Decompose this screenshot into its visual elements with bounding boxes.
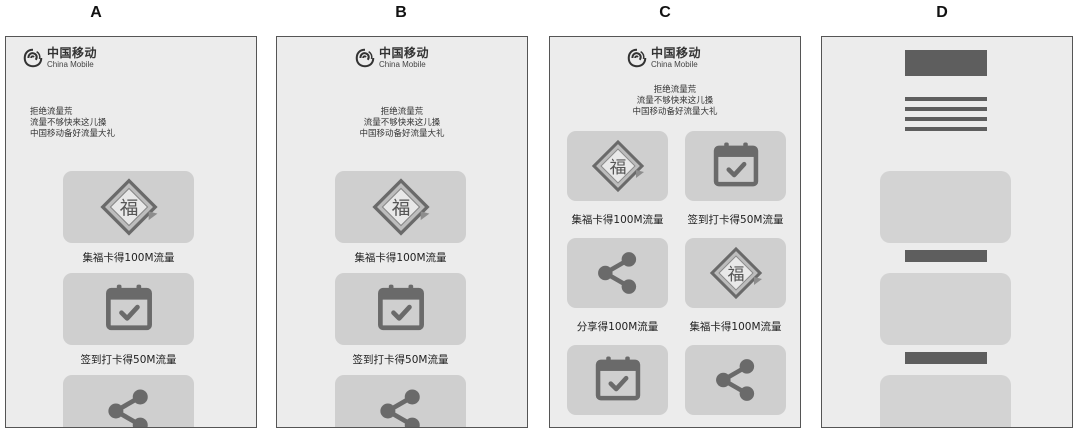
share-icon [371,381,431,428]
brand-name-cn: 中国移动 [651,46,702,60]
fu-card-caption: 集福卡得100M流量 [689,321,782,333]
slogan-line: 中国移动备好流量大礼 [30,129,116,139]
wireframe-text-line [905,107,987,111]
slogan: 拒绝流量荒 流量不够快来这儿搡 中国移动备好流量大礼 [30,107,115,140]
panel-label-c: C [659,4,671,21]
slogan-line: 拒绝流量荒 [380,107,424,117]
checkin-button[interactable] [685,131,786,201]
china-mobile-logo-icon [354,47,376,69]
panel-c: 中国移动 China Mobile 拒绝流量荒 流量不够快来这儿搡 中国移动备好… [549,36,801,428]
slogan: 拒绝流量荒 流量不够快来这儿搡 中国移动备好流量大礼 [277,107,527,140]
fu-card-button[interactable] [63,171,194,243]
share-button[interactable] [63,375,194,428]
wireframe-text-line [905,127,987,131]
brand-name-en: China Mobile [379,60,426,69]
brand-name-cn: 中国移动 [379,46,430,60]
checkin-button[interactable] [335,273,466,345]
share-icon [99,381,159,428]
china-mobile-logo-icon [22,47,44,69]
wireframe-text-line [905,97,987,101]
panel-a: 中国移动 China Mobile 拒绝流量荒 流量不够快来这儿搡 中国移动备好… [5,36,257,428]
china-mobile-logo-icon [626,47,648,69]
slogan-line: 中国移动备好流量大礼 [632,107,718,117]
fu-card-icon [366,172,436,242]
wireframe-card [880,273,1011,345]
brand-name-cn: 中国移动 [47,46,98,60]
fu-card-button[interactable] [335,171,466,243]
slogan: 拒绝流量荒 流量不够快来这儿搡 中国移动备好流量大礼 [550,85,800,118]
brand-logo: 中国移动 China Mobile [354,47,429,69]
wireframe-caption-block [905,352,987,364]
fu-card-caption: 集福卡得100M流量 [571,214,664,226]
brand-logo: 中国移动 China Mobile [22,47,97,69]
checkin-caption: 签到打卡得50M流量 [80,354,177,366]
share-icon [707,351,765,409]
share-caption: 分享得100M流量 [576,321,659,333]
share-button[interactable] [685,345,786,415]
share-button[interactable] [335,375,466,428]
fu-card-icon [586,134,650,198]
fu-card-caption: 集福卡得100M流量 [354,252,447,264]
panel-label-a: A [90,4,102,21]
share-icon [589,244,647,302]
wireframe-card [880,171,1011,243]
slogan-line: 拒绝流量荒 [30,107,73,117]
checkin-button[interactable] [63,273,194,345]
wireframe-text-line [905,117,987,121]
slogan-line: 流量不够快来这儿搡 [363,118,441,128]
panel-label-b: B [395,4,407,21]
fu-card-icon [704,241,768,305]
slogan-line: 流量不够快来这儿搡 [636,96,714,106]
brand-name-en: China Mobile [651,60,698,69]
brand-logo: 中国移动 China Mobile [626,47,701,69]
wireframe-logo-block [905,50,987,76]
calendar-check-icon [707,137,765,195]
calendar-check-icon [99,279,159,339]
slogan-line: 流量不够快来这儿搡 [30,118,107,128]
brand-name-en: China Mobile [47,60,94,69]
panel-d [821,36,1073,428]
share-button[interactable] [567,238,668,308]
fu-card-button[interactable] [567,131,668,201]
calendar-check-icon [371,279,431,339]
slogan-line: 中国移动备好流量大礼 [359,129,445,139]
wireframe-card [880,375,1011,427]
checkin-button[interactable] [567,345,668,415]
panel-label-d: D [936,4,948,21]
fu-card-button[interactable] [685,238,786,308]
checkin-caption: 签到打卡得50M流量 [352,354,449,366]
fu-card-caption: 集福卡得100M流量 [82,252,175,264]
fu-card-icon [94,172,164,242]
calendar-check-icon [589,351,647,409]
checkin-caption: 签到打卡得50M流量 [687,214,784,226]
slogan-line: 拒绝流量荒 [653,85,697,95]
panel-b: 中国移动 China Mobile 拒绝流量荒 流量不够快来这儿搡 中国移动备好… [276,36,528,428]
wireframe-caption-block [905,250,987,262]
